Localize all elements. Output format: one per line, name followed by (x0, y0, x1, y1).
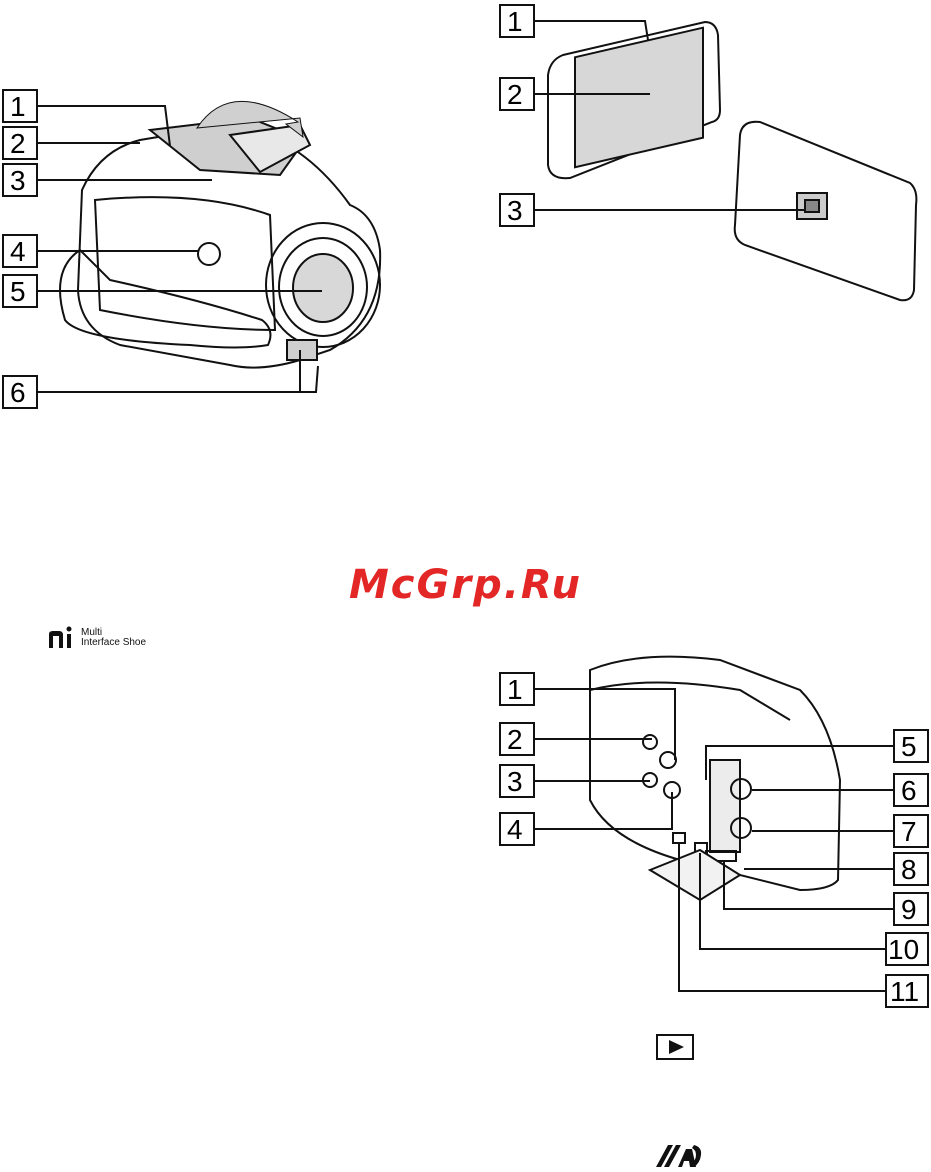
multi-interface-shoe-logo: Multi Interface Shoe (48, 626, 146, 650)
logo-line-2: Interface Shoe (81, 638, 146, 648)
svg-text:1: 1 (507, 674, 523, 705)
svg-text:9: 9 (901, 894, 917, 925)
svg-text:5: 5 (10, 276, 26, 307)
lens-glass (293, 254, 353, 322)
svg-text:11: 11 (890, 976, 919, 1007)
mic-jack (643, 735, 657, 749)
play-button-icon (656, 1034, 694, 1060)
nfc-mark (198, 243, 220, 265)
callout-a6: 6 (3, 376, 37, 408)
svg-text:6: 6 (10, 377, 26, 408)
ni-logo-icon (48, 626, 78, 650)
av-jack (660, 752, 676, 768)
callout-c3: 3 (500, 765, 534, 797)
callout-a1: 1 (3, 90, 37, 122)
callout-c6: 6 (894, 774, 928, 806)
callout-c2: 2 (500, 723, 534, 755)
svg-text:3: 3 (507, 195, 523, 226)
svg-text:2: 2 (507, 724, 523, 755)
rear-view-figure (590, 657, 840, 900)
grip-strap (60, 250, 270, 348)
callout-c5: 5 (894, 730, 928, 762)
svg-text:4: 4 (10, 236, 26, 267)
svg-text:4: 4 (507, 814, 523, 845)
svg-text:1: 1 (507, 6, 523, 37)
callout-a2: 2 (3, 127, 37, 159)
callout-c10: 10 (886, 933, 928, 965)
callout-a5: 5 (3, 275, 37, 307)
svg-text:1: 1 (10, 91, 26, 122)
callout-c7: 7 (894, 815, 928, 847)
callout-b3: 3 (500, 194, 534, 226)
lcd-view-figure (548, 22, 916, 300)
callout-c1: 1 (500, 673, 534, 705)
watermark-text: McGrp.Ru (0, 562, 931, 608)
callout-c8: 8 (894, 853, 928, 885)
callout-c11: 11 (886, 975, 928, 1007)
svg-text:8: 8 (901, 854, 917, 885)
callout-a4: 4 (3, 235, 37, 267)
callout-a3: 3 (3, 164, 37, 196)
svg-text:2: 2 (507, 79, 523, 110)
jack-panel (710, 760, 740, 852)
svg-text:3: 3 (10, 165, 26, 196)
callout-b2: 2 (500, 78, 534, 110)
camcorder-side (95, 197, 275, 330)
svg-text:2: 2 (10, 128, 26, 159)
svg-text:7: 7 (901, 816, 917, 847)
sensor-window (287, 340, 317, 360)
shooting-mode-icon (656, 1143, 702, 1169)
svg-text:3: 3 (507, 766, 523, 797)
usb-port-a (673, 833, 685, 843)
cover-flap (650, 850, 740, 900)
callout-c4: 4 (500, 813, 534, 845)
record-button-inner (805, 200, 819, 212)
callout-c9: 9 (894, 893, 928, 925)
svg-text:6: 6 (901, 775, 917, 806)
svg-text:10: 10 (888, 934, 919, 965)
svg-text:5: 5 (901, 731, 917, 762)
callout-b1: 1 (500, 5, 534, 37)
